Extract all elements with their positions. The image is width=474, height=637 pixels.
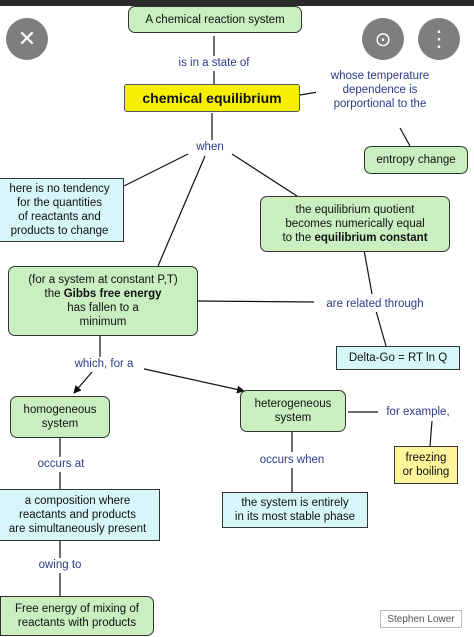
gibbs-line-4: minimum bbox=[79, 316, 127, 328]
line-when-to-quotient bbox=[231, 153, 301, 199]
freezing-line-2: or boiling bbox=[402, 466, 450, 478]
node-homogeneous: homogeneous system bbox=[10, 396, 110, 438]
node-entropy-change-text: entropy change bbox=[376, 154, 456, 166]
line-gibbs-to-related bbox=[197, 300, 317, 303]
link-owing-to-text: owing to bbox=[38, 559, 82, 571]
link-occurs-at: occurs at bbox=[28, 457, 94, 472]
line-when-to-gibbs bbox=[157, 155, 206, 267]
line-forexample-to-freezing bbox=[429, 420, 433, 447]
node-delta-go: Delta-Go = RT ln Q bbox=[336, 346, 460, 370]
link-when: when bbox=[190, 140, 230, 155]
link-occurs-when: occurs when bbox=[250, 453, 334, 468]
line-dependence-to-entropy bbox=[399, 127, 411, 147]
temperature-dependence-line-1: whose temperature bbox=[330, 70, 430, 82]
free-energy-mixing-line-2: reactants with products bbox=[17, 617, 137, 629]
quotient-line-2: becomes numerically equal bbox=[285, 218, 425, 230]
gibbs-line-3: has fallen to a bbox=[67, 302, 139, 314]
quotient-line-3: to the equilibrium constant bbox=[282, 231, 427, 245]
gibbs-prefix: the bbox=[44, 288, 61, 300]
composition-line-1: a composition where bbox=[24, 495, 131, 507]
freezing-line-1: freezing bbox=[405, 452, 447, 464]
top-edge-bar bbox=[0, 0, 474, 6]
homogeneous-line-2: system bbox=[41, 418, 79, 430]
quotient-line-1: the equilibrium quotient bbox=[295, 204, 415, 216]
composition-line-3: are simultaneously present bbox=[8, 523, 147, 535]
link-is-in-state-of: is in a state of bbox=[160, 56, 268, 71]
lens-icon: ⊙ bbox=[374, 28, 392, 51]
homogeneous-line-1: homogeneous bbox=[23, 404, 97, 416]
node-reaction-system: A chemical reaction system bbox=[128, 6, 302, 33]
node-reaction-system-text: A chemical reaction system bbox=[145, 13, 285, 26]
close-button[interactable]: ✕ bbox=[6, 18, 48, 60]
gibbs-line-1: (for a system at constant P,T) bbox=[28, 274, 178, 286]
gibbs-bold-term: Gibbs free energy bbox=[63, 288, 162, 300]
heterogeneous-line-1: heterogeneous bbox=[254, 398, 332, 410]
line-quotient-to-related bbox=[363, 249, 373, 295]
temperature-dependence-line-2: dependence is bbox=[342, 84, 418, 96]
quotient-bold-term: equilibrium constant bbox=[314, 232, 428, 244]
arrow-whichfor-to-homogeneous bbox=[73, 371, 93, 394]
node-stable-phase: the system is entirely in its most stabl… bbox=[222, 492, 368, 528]
free-energy-mixing-line-1: Free energy of mixing of bbox=[14, 603, 139, 615]
no-tendency-line-1: here is no tendency bbox=[9, 183, 110, 195]
node-entropy-change: entropy change bbox=[364, 146, 468, 174]
node-delta-go-text: Delta-Go = RT ln Q bbox=[348, 352, 448, 364]
line-when-to-no-tendency bbox=[123, 153, 189, 187]
lens-button[interactable]: ⊙ bbox=[362, 18, 404, 60]
no-tendency-line-3: of reactants and bbox=[18, 211, 101, 223]
more-options-button[interactable]: ⋮ bbox=[418, 18, 460, 60]
arrow-whichfor-to-heterogeneous bbox=[139, 367, 245, 394]
heterogeneous-line-2: system bbox=[274, 412, 312, 424]
node-equilibrium-quotient: the equilibrium quotient becomes numeric… bbox=[260, 196, 450, 252]
link-when-text: when bbox=[196, 141, 224, 153]
temperature-dependence-line-3: porportional to the bbox=[333, 98, 427, 110]
line-equilibrium-to-dependence bbox=[299, 91, 319, 96]
node-freezing: freezing or boiling bbox=[394, 446, 458, 484]
stable-phase-line-1: the system is entirely bbox=[241, 497, 349, 509]
no-tendency-line-2: for the quantities bbox=[16, 197, 103, 209]
link-related-through-text: are related through bbox=[326, 298, 424, 310]
link-which-for-a: which, for a bbox=[64, 357, 144, 372]
composition-line-2: reactants and products bbox=[19, 509, 136, 521]
stable-phase-line-2: in its most stable phase bbox=[234, 511, 356, 523]
link-for-example: for example, bbox=[378, 405, 458, 420]
gibbs-line-2: the Gibbs free energy bbox=[45, 287, 162, 301]
node-heterogeneous: heterogeneous system bbox=[240, 390, 346, 432]
close-icon: ✕ bbox=[17, 26, 37, 51]
no-tendency-line-4: products to change bbox=[10, 225, 109, 237]
author-credit-text: Stephen Lower bbox=[387, 613, 455, 625]
node-chemical-equilibrium-text: chemical equilibrium bbox=[142, 90, 282, 106]
link-occurs-when-text: occurs when bbox=[259, 454, 325, 466]
node-no-tendency: here is no tendency for the quantities o… bbox=[0, 178, 124, 242]
link-owing-to: owing to bbox=[38, 558, 82, 573]
node-composition: a composition where reactants and produc… bbox=[0, 489, 160, 541]
author-credit: Stephen Lower bbox=[380, 610, 462, 628]
link-occurs-at-text: occurs at bbox=[37, 458, 85, 470]
quotient-prefix: to the bbox=[282, 232, 312, 244]
link-temperature-dependence: whose temperature dependence is porporti… bbox=[316, 69, 444, 113]
link-related-through: are related through bbox=[314, 297, 436, 312]
node-chemical-equilibrium: chemical equilibrium bbox=[124, 84, 300, 112]
node-free-energy-mixing: Free energy of mixing of reactants with … bbox=[0, 596, 154, 636]
node-gibbs-free-energy: (for a system at constant P,T) the Gibbs… bbox=[8, 266, 198, 336]
link-which-for-a-text: which, for a bbox=[74, 358, 134, 370]
more-vert-icon: ⋮ bbox=[428, 26, 450, 51]
line-related-to-delta bbox=[375, 310, 387, 347]
link-is-in-state-of-text: is in a state of bbox=[178, 57, 250, 69]
link-for-example-text: for example, bbox=[386, 406, 450, 418]
